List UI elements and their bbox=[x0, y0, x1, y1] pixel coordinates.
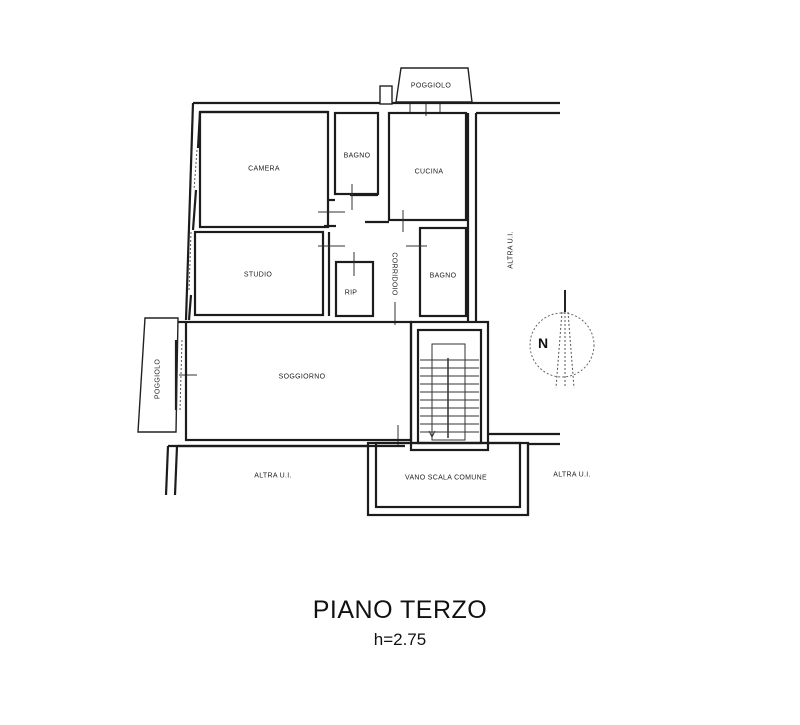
room-label-camera: CAMERA bbox=[248, 165, 280, 173]
room-label-vano-scala: VANO SCALA COMUNE bbox=[405, 474, 487, 482]
north-arrow-label: N bbox=[538, 335, 549, 351]
ceiling-height: h=2.75 bbox=[373, 630, 427, 649]
room-label-altra-ui-bottom-left: ALTRA U.I. bbox=[254, 472, 292, 480]
room-label-altra-ui-bottom-right: ALTRA U.I. bbox=[553, 471, 591, 479]
room-label-rip: RIP bbox=[344, 289, 358, 297]
room-label-poggiolo-left: POGGIOLO bbox=[154, 358, 162, 400]
room-label-altra-ui-right: ALTRA U.I. bbox=[507, 231, 515, 269]
room-label-corridoio: CORRIDOIO bbox=[390, 252, 398, 296]
room-label-soggiorno: SOGGIORNO bbox=[278, 373, 326, 381]
room-label-studio: STUDIO bbox=[243, 271, 273, 279]
plan-title: PIANO TERZO bbox=[312, 596, 488, 624]
room-label-bagno-2: BAGNO bbox=[429, 272, 457, 280]
room-label-bagno-1: BAGNO bbox=[343, 152, 371, 160]
room-label-cucina: CUCINA bbox=[414, 168, 444, 176]
room-label-poggiolo-top: POGGIOLO bbox=[410, 82, 452, 90]
